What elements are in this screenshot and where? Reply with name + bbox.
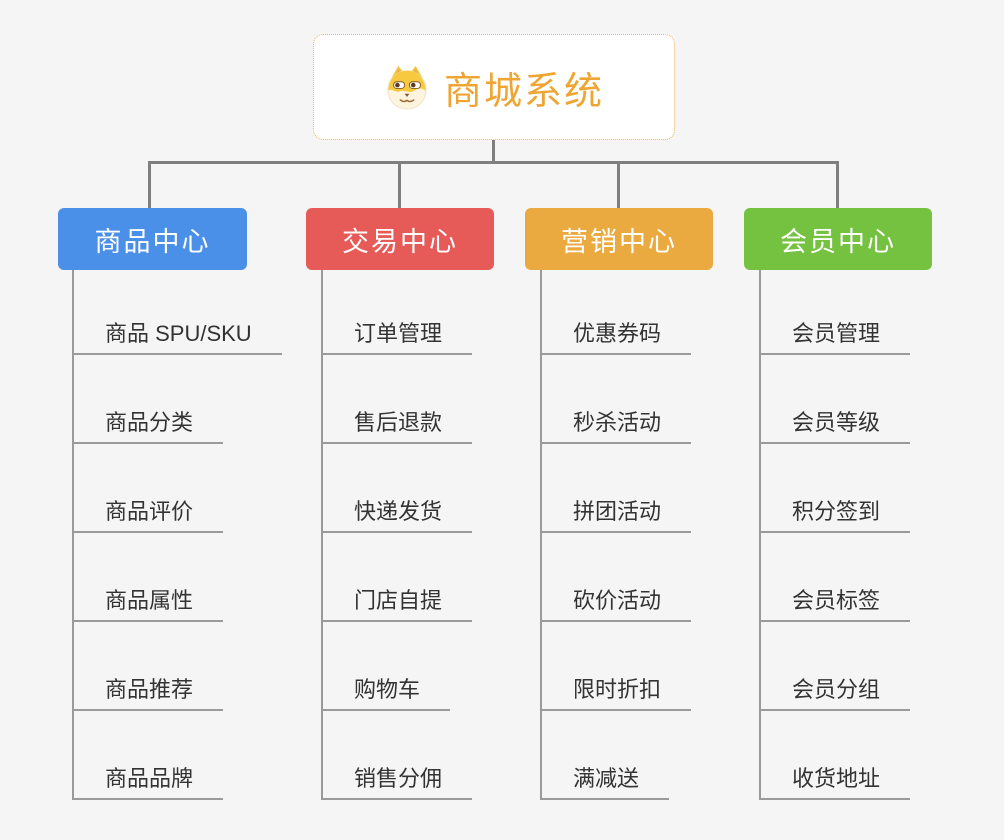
mindmap-item[interactable]: 拼团活动: [540, 489, 692, 533]
mindmap-item[interactable]: 门店自提: [321, 578, 473, 622]
branch-drop-line-3: [617, 161, 620, 208]
mindmap-item[interactable]: 商品 SPU/SKU: [72, 311, 282, 355]
branch-bus-line: [148, 161, 839, 164]
mindmap-item[interactable]: 销售分佣: [321, 756, 473, 800]
mindmap-item[interactable]: 会员管理: [759, 311, 911, 355]
mindmap-item[interactable]: 秒杀活动: [540, 400, 692, 444]
branch-drop-line-4: [836, 161, 839, 208]
mindmap-item[interactable]: 限时折扣: [540, 667, 692, 711]
mindmap-item[interactable]: 售后退款: [321, 400, 473, 444]
branch-header-members[interactable]: 会员中心: [744, 208, 932, 270]
branch-drop-line-2: [398, 161, 401, 208]
branch-spine-line: [72, 270, 74, 800]
branch-spine-line: [540, 270, 542, 800]
mindmap-item[interactable]: 快递发货: [321, 489, 473, 533]
mindmap-item[interactable]: 砍价活动: [540, 578, 692, 622]
branch-spine-line: [759, 270, 761, 800]
mindmap-item[interactable]: 订单管理: [321, 311, 473, 355]
branch-spine-line: [321, 270, 323, 800]
branch-header-products[interactable]: 商品中心: [58, 208, 247, 270]
root-node[interactable]: 商城系统: [313, 34, 675, 140]
dog-face-icon: [384, 64, 430, 110]
branch-header-trade[interactable]: 交易中心: [306, 208, 494, 270]
branch-header-marketing[interactable]: 营销中心: [525, 208, 713, 270]
mindmap-item[interactable]: 商品推荐: [72, 667, 224, 711]
mindmap-item[interactable]: 积分签到: [759, 489, 911, 533]
mindmap-item[interactable]: 优惠券码: [540, 311, 692, 355]
mindmap-item[interactable]: 收货地址: [759, 756, 911, 800]
mindmap-item[interactable]: 会员分组: [759, 667, 911, 711]
root-stub-line: [492, 139, 495, 163]
mindmap-item[interactable]: 会员等级: [759, 400, 911, 444]
mindmap-item[interactable]: 商品评价: [72, 489, 224, 533]
mindmap-item[interactable]: 商品分类: [72, 400, 224, 444]
mindmap-item[interactable]: 会员标签: [759, 578, 911, 622]
mindmap-item[interactable]: 商品品牌: [72, 756, 224, 800]
branch-drop-line-1: [148, 161, 151, 208]
mindmap-item[interactable]: 购物车: [321, 667, 451, 711]
root-title: 商城系统: [443, 70, 604, 113]
mindmap-item[interactable]: 满减送: [540, 756, 670, 800]
mindmap-item[interactable]: 商品属性: [72, 578, 224, 622]
